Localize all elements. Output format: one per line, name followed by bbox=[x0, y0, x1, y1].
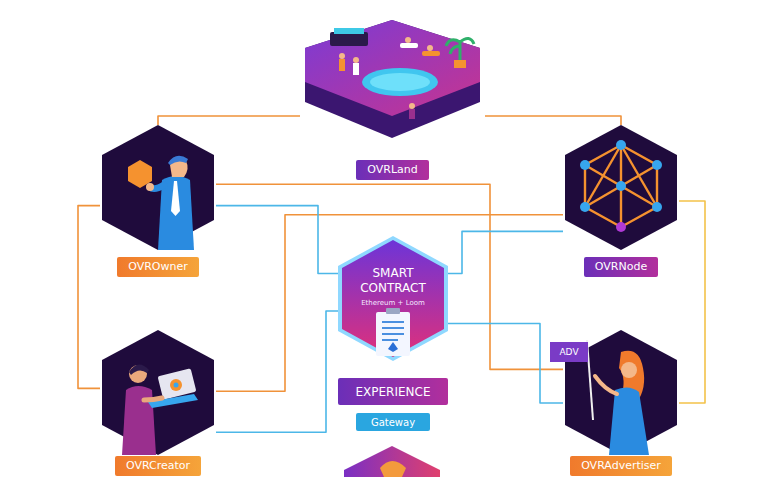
diagram-node: OVRCreator bbox=[100, 330, 216, 476]
contract-subtitle: Ethereum + Loom bbox=[361, 298, 425, 308]
diagram-node: OVROwner bbox=[100, 125, 216, 277]
connector-line bbox=[679, 201, 705, 403]
connector-line bbox=[448, 231, 563, 273]
contract-title: SMART CONTRACT bbox=[348, 266, 438, 296]
role-label: OVRAdvertiser bbox=[570, 456, 672, 476]
diagram-node: EXPERIENCE bbox=[338, 378, 448, 405]
flag-label: ADV bbox=[550, 346, 588, 358]
pill-text: EXPERIENCE bbox=[355, 385, 430, 399]
role-label: OVRNode bbox=[584, 257, 658, 277]
connector-line bbox=[485, 116, 621, 125]
diagram-node: SMART CONTRACT Ethereum + Loom bbox=[338, 236, 448, 361]
node-illustration bbox=[300, 20, 485, 140]
diagram-node: Gateway bbox=[356, 413, 430, 431]
node-illustration bbox=[563, 125, 679, 250]
connector-line bbox=[78, 206, 100, 389]
diagram-node: OVRNode bbox=[563, 125, 679, 277]
node-illustration bbox=[100, 330, 216, 455]
connector-line bbox=[216, 311, 338, 432]
diagram-node: OVRAdvertiser bbox=[563, 330, 679, 476]
pill-text: Gateway bbox=[371, 417, 415, 428]
bottom-hexagon bbox=[344, 446, 440, 477]
role-label: OVROwner bbox=[117, 257, 199, 277]
connector-line bbox=[216, 206, 338, 274]
diagram-node: OVRLand bbox=[300, 20, 485, 180]
connector-line bbox=[158, 116, 300, 125]
connector-line bbox=[216, 184, 563, 369]
node-illustration bbox=[563, 330, 679, 455]
node-illustration bbox=[100, 125, 216, 250]
role-label: OVRLand bbox=[356, 160, 428, 180]
connector-line bbox=[448, 324, 563, 404]
role-label: OVRCreator bbox=[115, 456, 201, 476]
node-illustration bbox=[338, 236, 448, 361]
connector-line bbox=[216, 215, 563, 392]
